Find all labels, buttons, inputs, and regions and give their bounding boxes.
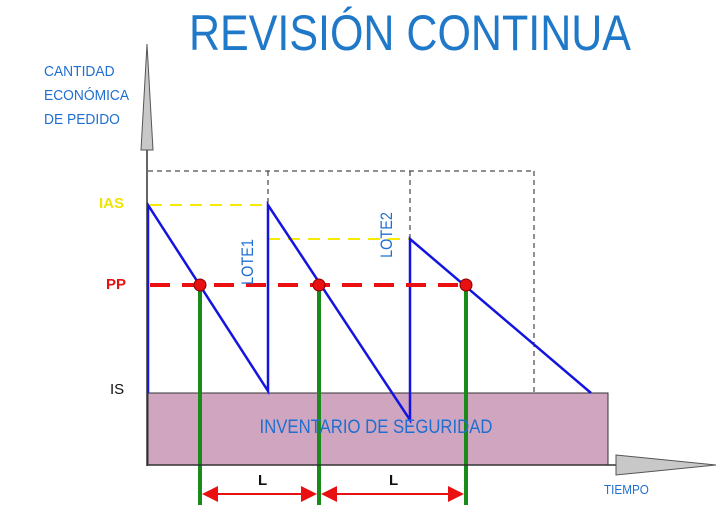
x-axis (147, 454, 717, 476)
y-axis (140, 43, 154, 466)
period-grid (148, 170, 535, 393)
lot-1-label: LOTE1 (238, 239, 257, 285)
reorder-points (193, 278, 473, 292)
y-axis-label: CANTIDAD ECONÓMICA DE PEDIDO (44, 60, 129, 132)
inventory-level-line (146, 200, 592, 425)
ias-label: IAS (99, 195, 125, 212)
y-axis-label-line-2: ECONÓMICA (44, 87, 130, 104)
safety-stock-label: INVENTARIO DE SEGURIDAD (259, 417, 493, 438)
is-label: IS (110, 381, 125, 398)
pp-label: PP (106, 276, 127, 293)
lead-time-label-1: L (258, 472, 268, 489)
lead-time-label-2: L (389, 472, 399, 489)
y-axis-label-line-3: DE PEDIDO (44, 111, 120, 128)
x-axis-label: TIEMPO (604, 482, 649, 497)
lot-2-label: LOTE2 (377, 212, 396, 258)
safety-stock-area (147, 392, 609, 466)
lead-time-lines (198, 285, 468, 505)
y-axis-label-line-1: CANTIDAD (44, 63, 115, 80)
page-title: REVISIÓN CONTINUA (188, 5, 631, 61)
